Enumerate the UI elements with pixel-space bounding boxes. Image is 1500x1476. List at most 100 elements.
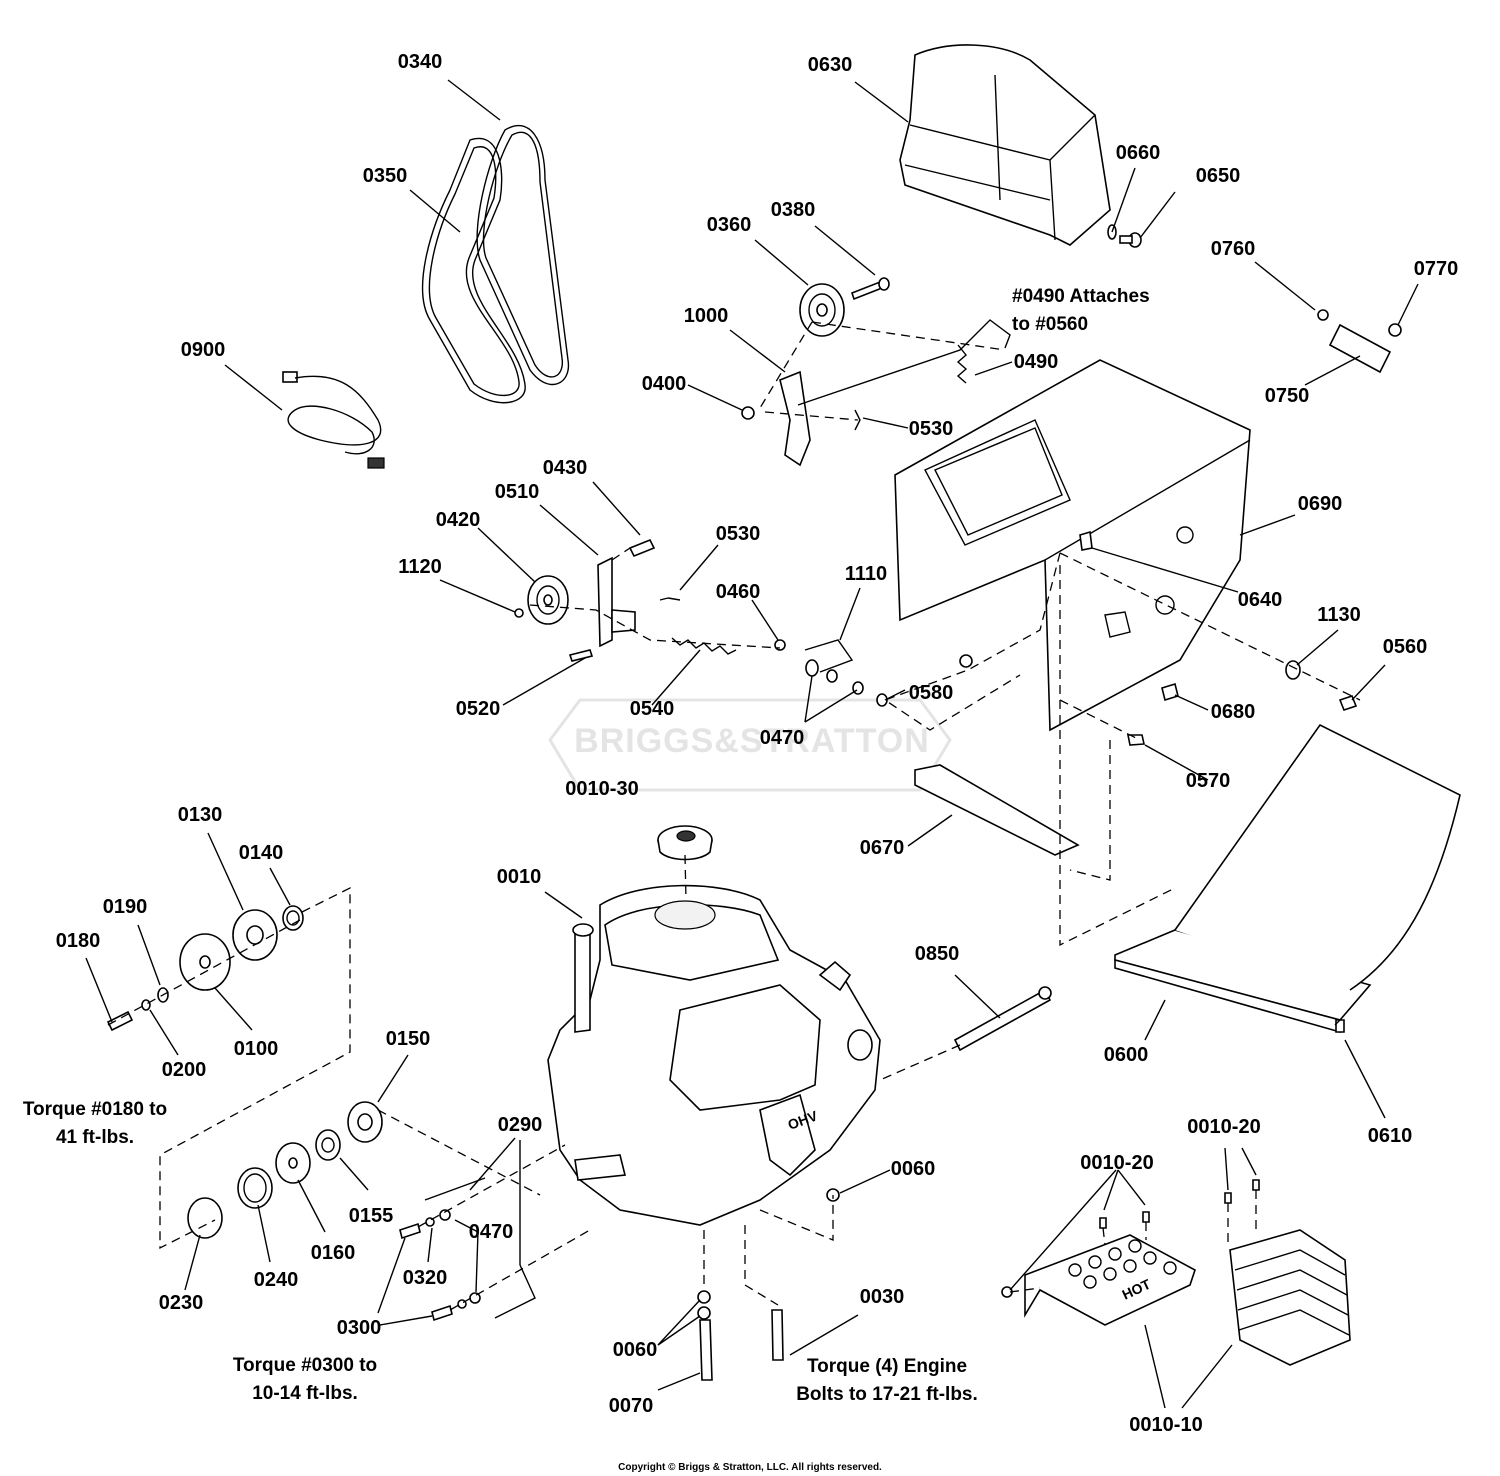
screws-0010-20 <box>1001 1179 1260 1298</box>
part-label-0155: 0155 <box>349 1205 394 1227</box>
cap-0230 <box>187 1197 223 1239</box>
bolt-0570 <box>1127 734 1145 746</box>
bolt-0380 <box>851 277 890 301</box>
washer-1120 <box>514 608 524 618</box>
part-label-0290: 0290 <box>498 1114 543 1136</box>
part-label-0530-upper: 0530 <box>909 418 954 440</box>
part-label-0650: 0650 <box>1196 165 1241 187</box>
heat-shield-plate: HOT <box>1024 1234 1196 1326</box>
part-label-0030: 0030 <box>860 1286 905 1308</box>
pin-0520 <box>568 649 594 662</box>
part-labels: 0340 0630 0350 0660 0650 0380 0360 0760 … <box>56 51 1459 1436</box>
key-0290 <box>424 1177 536 1319</box>
part-label-0600: 0600 <box>1104 1044 1149 1066</box>
part-label-0540: 0540 <box>630 698 675 720</box>
chassis-frame-0690 <box>894 359 1251 732</box>
part-label-0420: 0420 <box>436 509 481 531</box>
washer-0470-lower <box>439 1209 481 1304</box>
part-label-0300: 0300 <box>337 1317 382 1339</box>
part-label-0190: 0190 <box>103 896 148 918</box>
part-label-0430: 0430 <box>543 457 588 479</box>
washers-0470 <box>805 659 888 707</box>
part-label-0400: 0400 <box>642 373 687 395</box>
part-label-0560: 0560 <box>1383 636 1428 658</box>
part-label-0350: 0350 <box>363 165 408 187</box>
bottom-shield-0600 <box>1114 723 1461 1034</box>
bearing-0140 <box>282 905 304 931</box>
part-label-0610: 0610 <box>1368 1125 1413 1147</box>
part-label-0660: 0660 <box>1116 142 1161 164</box>
pulley-0420 <box>527 575 569 625</box>
hub-0155 <box>315 1129 341 1161</box>
part-label-0180: 0180 <box>56 930 101 952</box>
part-label-0100: 0100 <box>234 1038 279 1060</box>
engine-0010: OHV <box>547 884 881 1226</box>
pulley-0160 <box>275 1142 311 1184</box>
part-label-0010-20-left: 0010-20 <box>1080 1152 1153 1174</box>
part-label-0470-upper: 0470 <box>760 727 805 749</box>
spring-0490 <box>956 344 968 384</box>
part-label-0570: 0570 <box>1186 770 1231 792</box>
bracket-0750 <box>1328 323 1392 374</box>
clip-0530-upper <box>854 409 861 431</box>
bracket-0670 <box>914 764 1080 856</box>
link-1110 <box>804 639 854 673</box>
part-label-0010-10: 0010-10 <box>1129 1414 1202 1436</box>
wire-harness-0900 <box>282 371 385 469</box>
note-0490-attaches-line1: #0490 Attaches <box>1012 286 1150 307</box>
part-label-0900: 0900 <box>181 339 226 361</box>
bolt-0180 <box>106 1010 134 1032</box>
pulley-0100 <box>179 933 231 991</box>
brand-watermark: BRIGGS&STRATTON <box>548 698 952 792</box>
part-label-0130: 0130 <box>178 804 223 826</box>
part-label-0690: 0690 <box>1298 493 1343 515</box>
part-label-0070: 0070 <box>609 1395 654 1417</box>
idler-pulley-0360 <box>799 283 845 337</box>
part-label-0230: 0230 <box>159 1292 204 1314</box>
part-label-0490: 0490 <box>1014 351 1059 373</box>
note-torque-engine-line1: Torque (4) Engine <box>807 1356 967 1377</box>
copyright-notice: Copyright © Briggs & Stratton, LLC. All … <box>618 1462 882 1473</box>
part-label-0460: 0460 <box>716 581 761 603</box>
ring-0240 <box>237 1167 273 1209</box>
nut-0770 <box>1388 323 1402 337</box>
watermark-text: BRIGGS&STRATTON <box>574 722 930 760</box>
part-label-1000: 1000 <box>684 305 729 327</box>
bolt-0760 <box>1317 309 1329 321</box>
part-label-0520: 0520 <box>456 698 501 720</box>
bolt-0300 <box>399 1222 453 1322</box>
spring-0540 <box>671 637 737 655</box>
drive-belt-0340 <box>476 124 570 386</box>
note-torque-0300-line1: Torque #0300 to <box>233 1355 377 1376</box>
idler-bracket-0510 <box>597 556 636 648</box>
part-label-0530-lower: 0530 <box>716 523 761 545</box>
note-torque-0300-line2: 10-14 ft-lbs. <box>252 1383 358 1404</box>
part-label-0630: 0630 <box>808 54 853 76</box>
drive-belt-0350 <box>422 137 526 404</box>
part-label-0680: 0680 <box>1211 701 1256 723</box>
part-label-0320: 0320 <box>403 1267 448 1289</box>
part-label-0380: 0380 <box>771 199 816 221</box>
note-torque-0180-line1: Torque #0180 to <box>23 1099 167 1120</box>
note-0490-attaches-line2: to #0560 <box>1012 314 1088 335</box>
bolt-0070 <box>699 1319 713 1381</box>
part-label-1130: 1130 <box>1317 604 1360 626</box>
muffler-guard <box>1229 1229 1351 1366</box>
part-label-0770: 0770 <box>1414 258 1459 280</box>
part-label-0670: 0670 <box>860 837 905 859</box>
note-torque-engine-line2: Bolts to 17-21 ft-lbs. <box>796 1384 978 1405</box>
part-label-0060-lower: 0060 <box>613 1339 658 1361</box>
note-torque-0180-line2: 41 ft-lbs. <box>56 1127 134 1148</box>
part-label-0360: 0360 <box>707 214 752 236</box>
part-label-0060-right: 0060 <box>891 1158 936 1180</box>
part-label-0010: 0010 <box>497 866 542 888</box>
bolt-0030 <box>771 1309 784 1361</box>
part-label-1120: 1120 <box>398 556 441 578</box>
leader-lines <box>85 79 1419 1409</box>
pulley-0150 <box>347 1101 383 1143</box>
part-label-0140: 0140 <box>239 842 284 864</box>
pulley-0130 <box>232 909 278 961</box>
part-label-0760: 0760 <box>1211 238 1256 260</box>
part-label-1110: 1110 <box>845 563 887 585</box>
